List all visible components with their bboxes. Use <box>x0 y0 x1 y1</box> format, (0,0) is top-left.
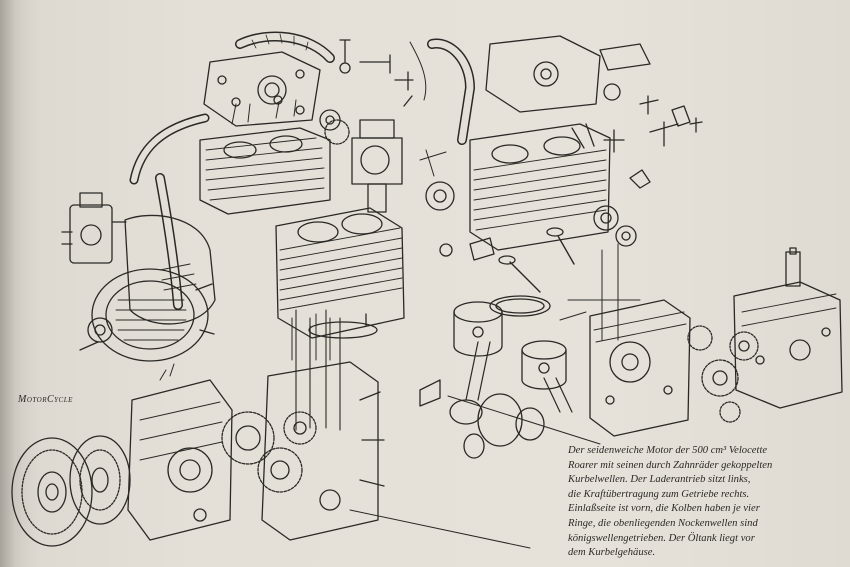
caption-line: Ringe, die obenliegenden Nockenwellen si… <box>568 517 758 529</box>
long-studs <box>291 299 641 361</box>
caption-line: Einlaßseite ist vorn, die Kolben haben j… <box>568 503 760 515</box>
page-gutter <box>0 0 22 567</box>
caption-line: königswellengetrieben. Der Öltank liegt … <box>568 532 755 544</box>
crankcase-left-timing <box>221 309 531 549</box>
pistons-crankshaft <box>419 295 601 459</box>
caption-line: Roarer mit seinen durch Zahnräder gekopp… <box>568 459 773 471</box>
figure-caption: Der seidenweiche Motor der 500 cm³ Veloc… <box>568 444 844 561</box>
right-cylinder-head <box>419 123 637 261</box>
caption-line: Der seidenweiche Motor der 500 cm³ Veloc… <box>568 445 768 456</box>
publisher-logo: MotorCycle <box>18 394 73 405</box>
upper-right-components <box>409 35 703 189</box>
caption-line: die Kraftübertragung zum Getriebe rechts… <box>568 488 750 500</box>
crankcase-right <box>589 299 691 437</box>
left-cylinder-head <box>199 95 331 215</box>
caption-line: Kurbelwellen. Der Laderantrieb sitzt lin… <box>568 474 751 486</box>
valves <box>498 227 619 341</box>
caption-line: dem Kurbelgehäuse. <box>568 547 656 559</box>
oil-tank-timing-cover <box>733 247 843 409</box>
clutch-and-gearbox <box>11 363 233 547</box>
supercharger-assembly <box>61 113 216 362</box>
upper-left-components <box>203 31 414 213</box>
right-timing-gears <box>687 325 759 423</box>
